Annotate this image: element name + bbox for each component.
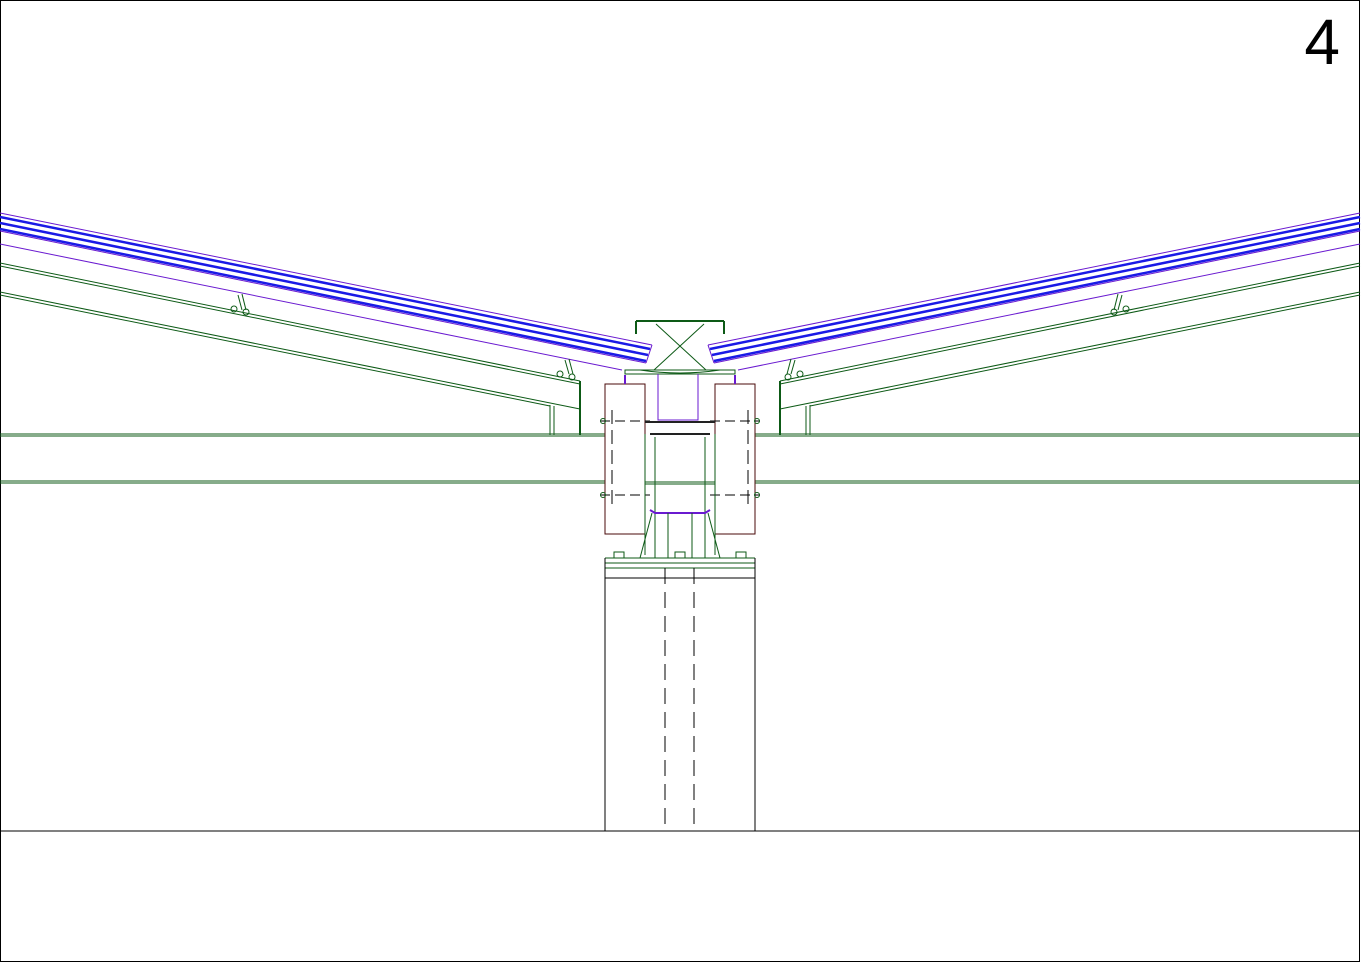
right-purlin <box>779 262 1361 435</box>
left-bolt-clip-2 <box>556 358 576 381</box>
sheet-number: 4 <box>1304 6 1340 78</box>
right-bolt-clip-2 <box>784 358 804 381</box>
horizontal-beam <box>0 433 1360 484</box>
end-plates <box>604 375 756 535</box>
right-roof-panel <box>707 212 1361 371</box>
left-purlin <box>0 262 581 435</box>
column-web <box>639 374 721 559</box>
left-bolt-clip-1 <box>230 293 250 316</box>
bolts <box>600 418 760 498</box>
ridge-cap-box <box>624 320 736 375</box>
column <box>604 557 756 831</box>
anchor-nuts <box>613 551 747 559</box>
left-roof-panel <box>0 212 653 371</box>
right-bolt-clip-1 <box>1110 293 1130 316</box>
